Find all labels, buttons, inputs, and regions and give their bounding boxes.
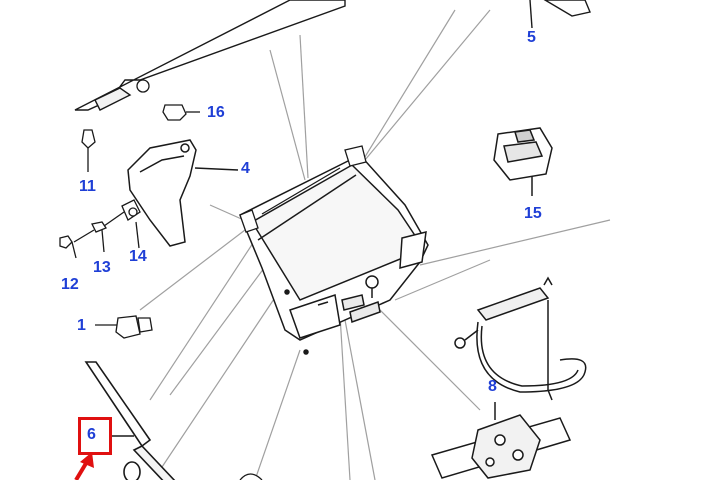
callout-12: 12 — [61, 276, 79, 293]
part-1-bolt — [95, 315, 153, 339]
callout-13: 13 — [93, 259, 111, 276]
part-4-trim-panel — [127, 139, 239, 247]
callout-5: 5 — [527, 29, 536, 46]
tailgate-brackets — [239, 145, 367, 233]
callout-6: 6 — [87, 426, 96, 443]
callout-15: 15 — [524, 205, 542, 222]
highlight-arrow — [74, 452, 94, 482]
callout-11: 11 — [79, 178, 96, 195]
part-8-latch — [430, 276, 587, 479]
part-11-clip — [81, 129, 96, 172]
part-16-clip — [136, 79, 200, 121]
callout-1: 1 — [77, 317, 86, 334]
callout-14: 14 — [129, 248, 147, 265]
bottom-fittings — [239, 473, 263, 481]
leader-lines — [139, 9, 611, 481]
tailgate-panel — [239, 154, 429, 355]
callout-16: 16 — [207, 104, 225, 121]
part-15-housing — [493, 127, 553, 196]
part-6-gas-strut — [84, 361, 178, 485]
callout-4: 4 — [241, 160, 250, 177]
part-12-13-14-fasteners — [59, 199, 141, 259]
highlight-box-callout-6 — [78, 417, 112, 455]
callout-8: 8 — [488, 378, 497, 395]
part-5-roof-trim — [74, 0, 591, 111]
